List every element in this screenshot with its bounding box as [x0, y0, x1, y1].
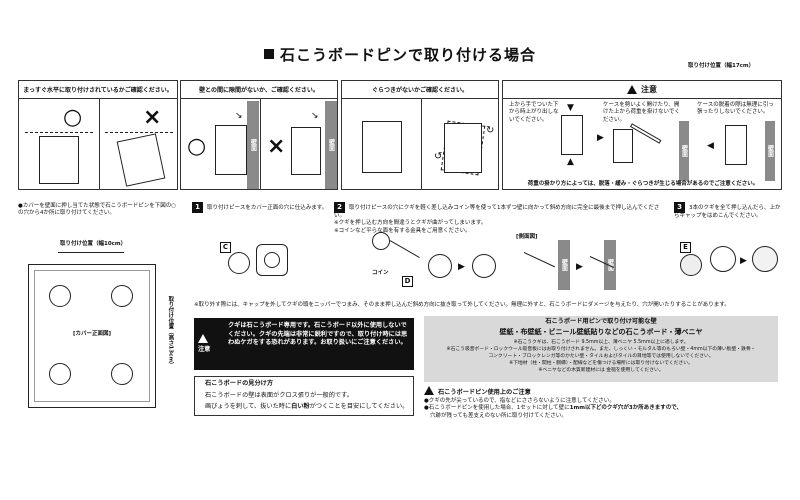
wobble-sheet: [444, 123, 482, 173]
compatible-walls-box: 石こうボード用ピンで取り付け可能な壁 壁紙・布壁紙・ビニール壁紙貼りなどの石こう…: [424, 316, 778, 382]
cap-icon: [680, 254, 702, 276]
ng-mark: ×: [143, 105, 162, 130]
wall-strip: 壁面: [765, 121, 775, 181]
arrow-icon: ↘: [235, 111, 243, 121]
tilted-sheet: [116, 133, 166, 187]
coin-icon: [372, 232, 390, 250]
warning-icon: [627, 85, 637, 94]
hole-bottom-left: [49, 363, 71, 385]
cover-hole: [256, 244, 288, 276]
nail-side: [523, 252, 556, 268]
pin-slot: [264, 252, 280, 268]
side-view-label: [側面図]: [516, 234, 538, 240]
cover-sheet: [362, 121, 402, 173]
arrow-right-icon: ▶: [597, 133, 604, 143]
pin-piece: [228, 252, 250, 274]
page-title: 石こうボードピンで取り付ける場合: [0, 44, 800, 65]
step-number: 1: [192, 202, 203, 213]
nail: [389, 240, 420, 259]
wall-strip: 壁面: [247, 101, 259, 189]
pin-piece-done: [472, 254, 496, 278]
panel-wobble-check: ぐらつきがないかご確認ください。 ↺ ↻: [341, 80, 499, 190]
rotate-right-icon: ↻: [486, 125, 495, 136]
cover-label: [カバー正面図]: [72, 331, 112, 337]
arrow-right-icon: ▶: [576, 262, 583, 272]
cover-front: [カバー正面図]: [28, 264, 156, 408]
cover-sheet: [215, 125, 247, 175]
coin-label: コイン: [372, 270, 389, 276]
arrow-right-icon: ▶: [458, 262, 465, 272]
panel-header: 壁との間に隙間がないか、ご確認ください。: [181, 81, 337, 99]
cover-height-label: 取り付け位置（高さ13cm）: [167, 296, 174, 368]
step-2-sub2: ※コインなど平らな面を有する金具をご用意ください。: [334, 227, 471, 234]
hole-bottom-right: [111, 363, 133, 385]
cover-sheet: [39, 136, 79, 184]
pre-note: ●カバーを壁面に押し当てた状態で石こうボードピンを下図の○の穴から4か所に取り付…: [18, 203, 177, 217]
ng-mark: ×: [267, 134, 286, 159]
panel-header: まっすぐ水平に取り付けされているかご確認ください。: [19, 81, 177, 99]
panel-header: ぐらつきがないかご確認ください。: [342, 81, 498, 99]
panel-level-check: まっすぐ水平に取り付けされているかご確認ください。 ○ ×: [18, 80, 178, 190]
ok-mark: ○: [187, 134, 207, 159]
identify-box: 石こうボードの見分け方 石こうボードの壁は表面がクロス張りが一般的です。 画びょ…: [194, 376, 414, 416]
step-number: 2: [334, 202, 345, 213]
rotate-left-icon: ↺: [434, 151, 443, 162]
walls-head: 石こうボード用ピンで取り付け可能な壁: [545, 318, 657, 325]
cover-sheet: [561, 115, 583, 155]
width-dim-line: [58, 252, 124, 253]
hole-top-right: [111, 285, 133, 307]
label-c: C: [220, 234, 231, 253]
square-bullet-icon: [263, 49, 274, 59]
identify-line2: 画びょうを刺して、抜いた時に白い粉がつくことを目安にしてください。: [205, 403, 409, 410]
caution-note-left: 上から手でついた下から時上がり出しないでください。: [509, 102, 559, 123]
wall-strip: 壁面: [325, 101, 337, 189]
warning-icon: [198, 334, 208, 343]
step-2-sub1: ※クギを押し込む方向を間違うとクギが曲がってしまいます。: [334, 220, 487, 227]
remove-note: ※取り外す際には、キャップを外してクギの頭をニッパーでつまみ、そのまま押し込んだ…: [194, 302, 730, 308]
ok-mark: ○: [63, 105, 83, 130]
arrow-icon: ↘: [311, 111, 319, 121]
usage-head: 石こうボードピン使用上のご注意: [424, 386, 531, 398]
caution-note-mid: ケースを勢いよく開けたり、開けた上から荷重を掛けないでください。: [603, 102, 680, 123]
panel-header: 注意: [503, 81, 781, 99]
usage-bullets: ●クギの先が尖っているので、指などにささらないように注意してください。 ●石こう…: [424, 398, 683, 419]
wall-strip: 壁面: [679, 121, 689, 181]
caution-text: クギは石こうボード専用です。石こうボード以外に使用しないでください。クギの先端は…: [228, 322, 408, 347]
caution-note-right: ケースの脱着の際は無理に引っ張ったりしないでください。: [697, 102, 774, 116]
label-d: D: [402, 268, 413, 287]
walls-notes: ※石こうクギは、石こうボード 9.5mm以上、薄ベニヤ 5.5mm以上に適します…: [446, 340, 756, 373]
caution-footer: 荷重の掛かり方によっては、脱落・緩み・ぐらつきが生じる場合があるのでご注意くださ…: [527, 181, 759, 187]
identify-title: 石こうボードの見分け方: [205, 380, 274, 387]
open-lid: [630, 123, 662, 144]
arrow-left-icon: ◀: [707, 141, 714, 151]
arrow-right-icon: ▶: [740, 256, 747, 266]
caution-label: 注意: [198, 334, 212, 354]
warning-icon: [424, 386, 434, 395]
gap-sheet: [291, 127, 321, 175]
panel-gap-check: 壁との間に隙間がないか、ご確認ください。 ○ 壁面 ↘ × 壁面 ↘: [180, 80, 338, 190]
capped-pin: [752, 246, 778, 272]
pin-piece: [710, 246, 736, 272]
cover-width-label: 取り付け位置（幅10cm）: [60, 241, 127, 247]
arrow-up-icon: ▲: [567, 157, 574, 167]
arrow-down-icon: ▼: [567, 103, 574, 113]
mount-width-top: 取り付け位置（幅17cm）: [688, 63, 755, 69]
step-number: 3: [674, 202, 685, 213]
identify-line1: 石こうボードの壁は表面がクロス張りが一般的です。: [205, 392, 353, 399]
wall-strip: 壁面: [558, 240, 570, 290]
hole-top-left: [49, 285, 71, 307]
pin-piece: [428, 254, 452, 278]
cover-sheet: [613, 129, 633, 163]
label-e: E: [680, 234, 691, 253]
nail-caution-box: 注意 クギは石こうボード専用です。石こうボード以外に使用しないでください。クギの…: [194, 318, 414, 370]
cover-sheet: [725, 125, 747, 165]
walls-sub: 壁紙・布壁紙・ビニール壁紙貼りなどの石こうボード・薄ベニヤ: [499, 328, 703, 336]
panel-caution: 注意 上から手でついた下から時上がり出しないでください。 ▼ ▲ ケースを勢いよ…: [502, 80, 782, 190]
